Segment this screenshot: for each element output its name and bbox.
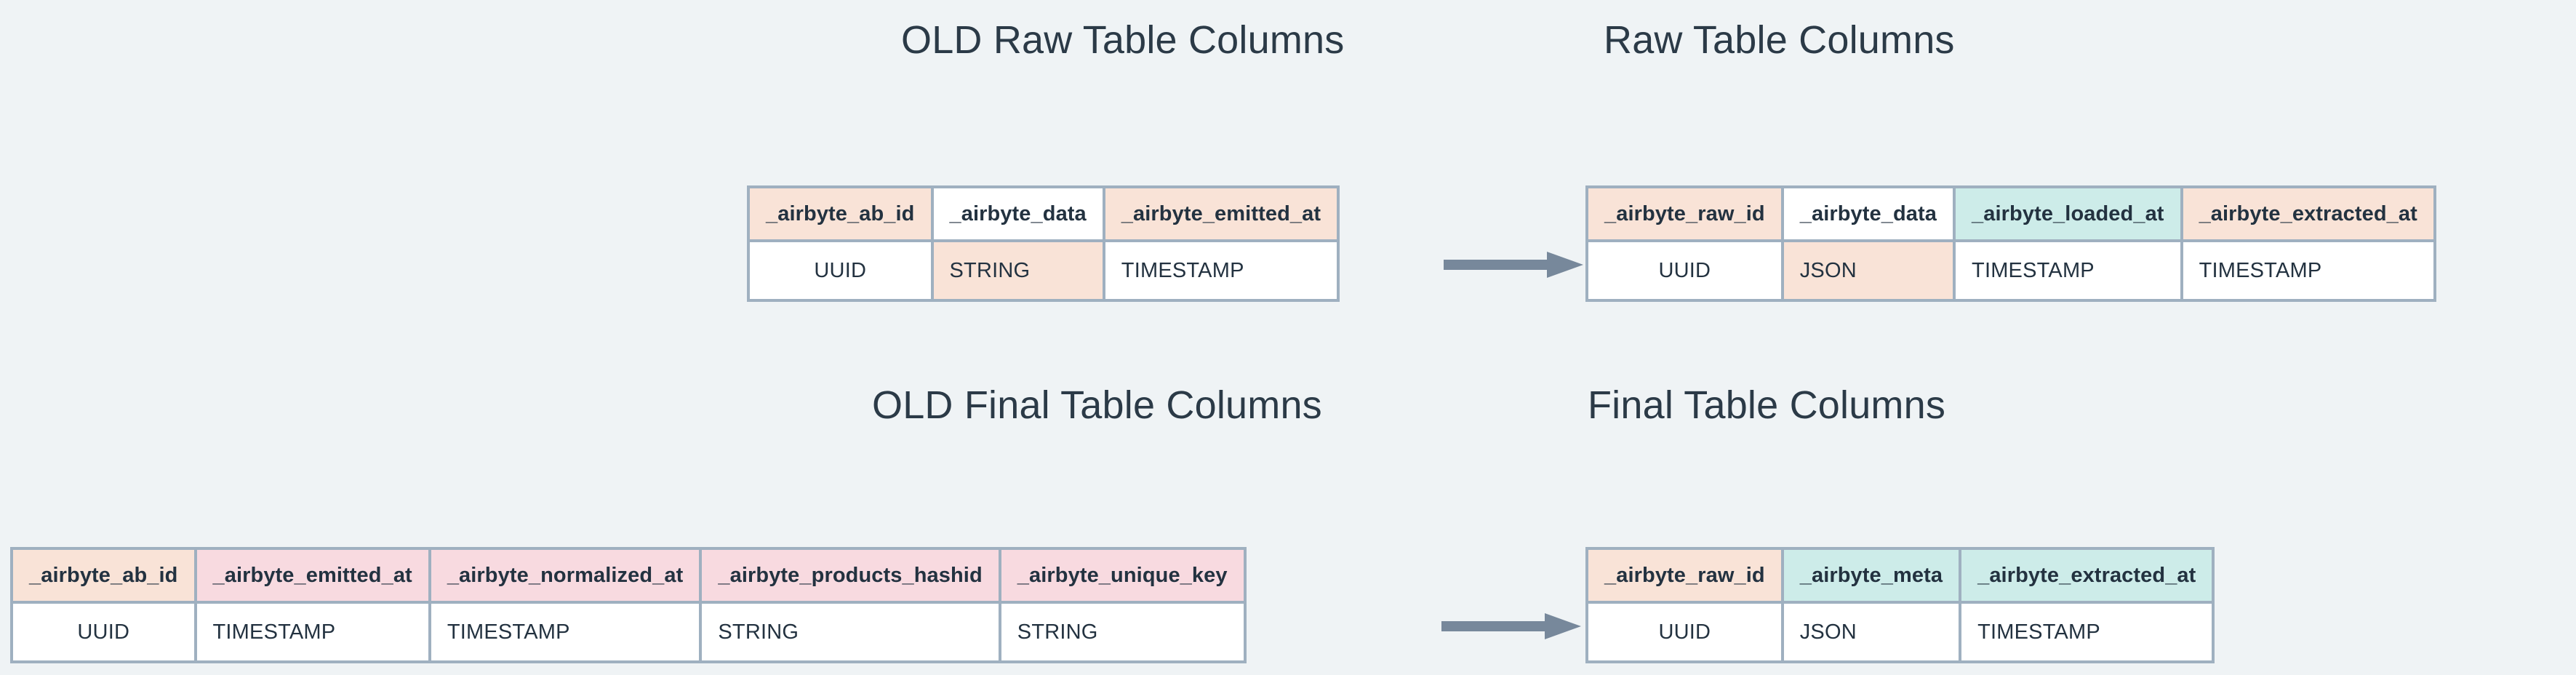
column-header-airbyte-data: _airbyte_data — [1780, 185, 1956, 242]
column-header-airbyte-ab-id: _airbyte_ab_id — [747, 185, 934, 242]
column-type-airbyte-raw-id: UUID — [1585, 239, 1784, 302]
column-header-airbyte-products-hashid: _airbyte_products_hashid — [699, 547, 1001, 604]
column-type-airbyte-extracted-at: TIMESTAMP — [2180, 239, 2436, 302]
old-final-columns-table: _airbyte_ab_id_airbyte_emitted_at_airbyt… — [10, 547, 1247, 663]
column-header-airbyte-raw-id: _airbyte_raw_id — [1585, 547, 1784, 604]
table-header-row: _airbyte_raw_id_airbyte_meta_airbyte_ext… — [1585, 547, 2215, 604]
table-header-row: _airbyte_raw_id_airbyte_data_airbyte_loa… — [1585, 185, 2436, 242]
column-header-airbyte-extracted-at: _airbyte_extracted_at — [1959, 547, 2215, 604]
column-header-airbyte-emitted-at: _airbyte_emitted_at — [193, 547, 431, 604]
column-type-airbyte-ab-id: UUID — [747, 239, 934, 302]
column-type-airbyte-meta: JSON — [1780, 601, 1962, 663]
column-type-airbyte-products-hashid: STRING — [699, 601, 1001, 663]
title-old-raw-table: OLD Raw Table Columns — [901, 18, 1345, 62]
column-header-airbyte-emitted-at: _airbyte_emitted_at — [1102, 185, 1340, 242]
column-header-airbyte-ab-id: _airbyte_ab_id — [10, 547, 197, 604]
column-type-airbyte-data: JSON — [1780, 239, 1956, 302]
column-header-airbyte-data: _airbyte_data — [930, 185, 1105, 242]
old-raw-columns-table: _airbyte_ab_id_airbyte_data_airbyte_emit… — [747, 185, 1340, 302]
title-new-raw-table: Raw Table Columns — [1604, 18, 1955, 62]
column-type-airbyte-loaded-at: TIMESTAMP — [1953, 239, 2183, 302]
table-header-row: _airbyte_ab_id_airbyte_emitted_at_airbyt… — [10, 547, 1247, 604]
title-new-final-table: Final Table Columns — [1588, 383, 1946, 427]
column-type-airbyte-raw-id: UUID — [1585, 601, 1784, 663]
new-raw-columns-table: _airbyte_raw_id_airbyte_data_airbyte_loa… — [1585, 185, 2436, 302]
column-header-airbyte-raw-id: _airbyte_raw_id — [1585, 185, 1784, 242]
column-header-airbyte-normalized-at: _airbyte_normalized_at — [428, 547, 703, 604]
table-header-row: _airbyte_ab_id_airbyte_data_airbyte_emit… — [747, 185, 1340, 242]
column-type-airbyte-data: STRING — [930, 239, 1105, 302]
raw-transition-arrow — [1444, 252, 1583, 278]
column-type-airbyte-emitted-at: TIMESTAMP — [1102, 239, 1340, 302]
column-header-airbyte-extracted-at: _airbyte_extracted_at — [2180, 185, 2436, 242]
column-type-airbyte-extracted-at: TIMESTAMP — [1959, 601, 2215, 663]
column-type-airbyte-normalized-at: TIMESTAMP — [428, 601, 703, 663]
column-type-airbyte-ab-id: UUID — [10, 601, 197, 663]
column-type-airbyte-emitted-at: TIMESTAMP — [193, 601, 431, 663]
column-header-airbyte-meta: _airbyte_meta — [1780, 547, 1962, 604]
column-type-airbyte-unique-key: STRING — [998, 601, 1247, 663]
new-final-columns-table: _airbyte_raw_id_airbyte_meta_airbyte_ext… — [1585, 547, 2215, 663]
column-header-airbyte-loaded-at: _airbyte_loaded_at — [1953, 185, 2183, 242]
title-old-final-table: OLD Final Table Columns — [872, 383, 1322, 427]
final-transition-arrow — [1441, 613, 1581, 639]
column-header-airbyte-unique-key: _airbyte_unique_key — [998, 547, 1247, 604]
